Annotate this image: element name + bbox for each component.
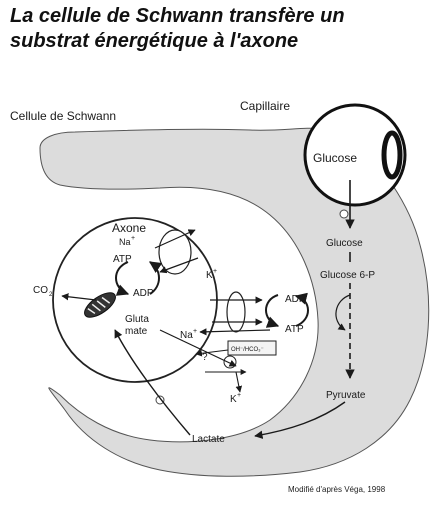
label-k-left: K bbox=[206, 270, 213, 281]
credit-note: Modifié d'après Véga, 1998 bbox=[288, 485, 386, 494]
label-glucose6p: Glucose 6-P bbox=[320, 270, 375, 281]
label-lactate: Lactate bbox=[192, 434, 225, 445]
label-capillary: Capillaire bbox=[240, 99, 290, 113]
diagram-title: La cellule de Schwann transfère un subst… bbox=[10, 4, 440, 54]
arrow-co2 bbox=[61, 293, 97, 301]
label-transporter: OH⁻/HCO₃⁻ bbox=[231, 347, 264, 353]
oh-hco3-transporter bbox=[227, 340, 277, 356]
label-atp-schwann: ATP bbox=[285, 324, 304, 335]
title-line-1: La cellule de Schwann transfère un bbox=[10, 5, 345, 27]
label-glucose: Glucose bbox=[326, 238, 363, 249]
arrow-na-out bbox=[154, 229, 196, 249]
arrow-schwann-atp-cycle bbox=[265, 294, 280, 328]
arrow-k-in bbox=[159, 257, 199, 274]
arrow-glycolysis-adp-atp bbox=[335, 294, 351, 331]
label-glucose-capillary: Glucose bbox=[313, 151, 357, 165]
label-schwann-cell: Cellule de Schwann bbox=[10, 109, 116, 123]
label-adp-schwann: ADP bbox=[285, 294, 306, 305]
label-atp-axon: ATP bbox=[113, 254, 132, 265]
arrow-schwann-adp-cycle bbox=[294, 292, 309, 327]
na-pump bbox=[158, 229, 192, 275]
label-pyruvate: Pyruvate bbox=[326, 390, 366, 401]
label-gluta-2: mate bbox=[125, 326, 148, 337]
label-gluta-1: Gluta bbox=[125, 314, 149, 325]
label-na-axon-plus: + bbox=[131, 235, 135, 242]
label-question: ? bbox=[202, 352, 208, 363]
axon bbox=[52, 217, 218, 383]
title-line-2: substrat énergétique à l'axone bbox=[10, 30, 299, 52]
arrow-oh-hco3 bbox=[195, 349, 229, 357]
capillary-nucleus bbox=[381, 130, 403, 180]
label-co2-sub: 2 bbox=[49, 292, 53, 298]
membrane-pore-1 bbox=[339, 209, 349, 219]
na-transporter bbox=[223, 355, 237, 369]
label-na-schwann-plus: + bbox=[193, 328, 197, 335]
capillary-vessel bbox=[303, 103, 407, 207]
arrow-axon-adp-cycle bbox=[149, 261, 163, 295]
arrow-na-schwann bbox=[199, 328, 271, 336]
arrow-lactate-axon bbox=[114, 329, 191, 436]
label-axone: Axone bbox=[112, 221, 146, 235]
mitochondrion bbox=[84, 292, 116, 318]
arrow-glutamate-out bbox=[159, 329, 237, 367]
label-k-bottom-plus: + bbox=[237, 392, 241, 399]
label-co2: CO bbox=[33, 285, 48, 296]
label-na-axon: Na bbox=[119, 237, 131, 247]
arrow-axon-atp-cycle bbox=[115, 261, 130, 296]
label-adp-axon: ADP bbox=[133, 288, 154, 299]
label-k-bottom: K bbox=[230, 394, 237, 405]
arrow-pyruvate-lactate bbox=[254, 401, 346, 439]
k-channel bbox=[226, 291, 246, 333]
label-k-left-plus: + bbox=[213, 268, 217, 275]
arrow-k-bottom bbox=[235, 371, 243, 393]
label-na-schwann: Na bbox=[180, 330, 193, 341]
